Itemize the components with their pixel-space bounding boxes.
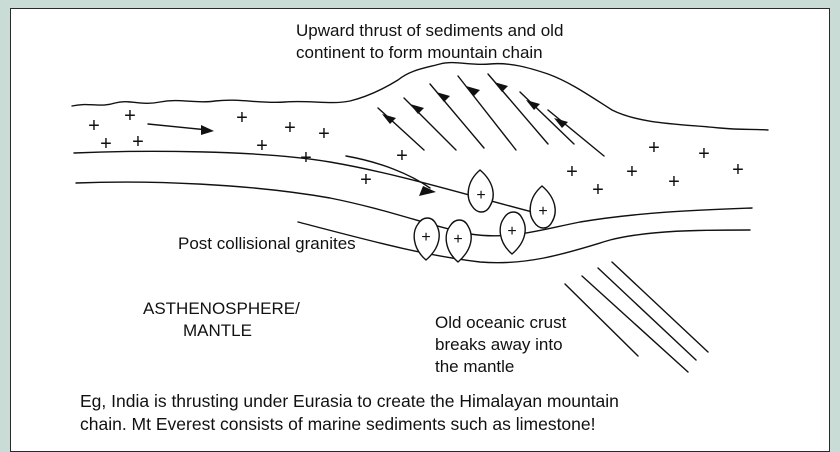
granite-plus-symbol: +	[453, 231, 462, 248]
upward-thrust-label-line1: Upward thrust of sediments and old	[296, 20, 563, 41]
oceanic-crust-label-line1: Old oceanic crust	[435, 312, 566, 333]
granite-plus-symbol: +	[421, 229, 430, 246]
crust-plus-symbol: +	[732, 159, 744, 181]
crust-plus-symbol: +	[300, 147, 312, 169]
movement-arrow-head-1	[201, 125, 214, 135]
post-collisional-granites-label: Post collisional granites	[178, 233, 356, 254]
thrust-fault-6	[520, 92, 574, 144]
oceanic-crust-line-2	[598, 268, 696, 360]
mountain-surface-line	[72, 63, 768, 130]
crust-plus-symbol: +	[88, 115, 100, 137]
crust-plus-symbol: +	[566, 161, 578, 183]
movement-arrow-shaft-1	[148, 124, 208, 130]
crust-plus-symbol: +	[360, 169, 372, 191]
crust-plus-symbol: +	[124, 105, 136, 127]
thrust-arrow-4	[466, 86, 480, 96]
slab-upper-line	[76, 182, 752, 236]
crust-plus-symbol: +	[132, 131, 144, 153]
thrust-fault-1	[378, 108, 424, 150]
oceanic-crust-line-1	[612, 262, 708, 352]
thrust-fault-4	[458, 76, 516, 150]
granite-plus-symbol: +	[538, 203, 547, 220]
asthenosphere-label-line2: MANTLE	[183, 320, 252, 341]
oceanic-crust-label-line3: the mantle	[435, 356, 514, 377]
crust-plus-symbol: +	[318, 123, 330, 145]
caption-line1: Eg, India is thrusting under Eurasia to …	[80, 390, 619, 412]
crust-plus-symbol: +	[698, 143, 710, 165]
asthenosphere-label-line1: ASTHENOSPHERE/	[143, 298, 300, 319]
crust-plus-symbol: +	[626, 161, 638, 183]
crust-plus-symbol: +	[592, 179, 604, 201]
crust-plus-symbol: +	[668, 171, 680, 193]
thrust-fault-7	[548, 110, 604, 156]
crust-plus-symbol: +	[236, 107, 248, 129]
crust-plus-symbol: +	[648, 137, 660, 159]
crust-plus-symbol: +	[100, 133, 112, 155]
crust-plus-symbol: +	[256, 135, 268, 157]
crust-plus-symbol: +	[396, 145, 408, 167]
movement-arrow-shaft-2	[346, 156, 430, 188]
thrust-arrow-3	[436, 92, 450, 102]
movement-arrow-head-2	[419, 186, 436, 196]
oceanic-crust-label-line2: breaks away into	[435, 334, 563, 355]
thrust-arrow-5	[494, 82, 508, 92]
oceanic-crust-line-3	[582, 276, 688, 372]
upward-thrust-label-line2: continent to form mountain chain	[296, 42, 543, 63]
crust-plus-symbol: +	[284, 117, 296, 139]
granite-plus-symbol: +	[476, 187, 485, 204]
caption-line2: chain. Mt Everest consists of marine sed…	[80, 413, 596, 435]
granite-plus-symbol: +	[507, 223, 516, 240]
thrust-arrow-2	[410, 104, 424, 114]
